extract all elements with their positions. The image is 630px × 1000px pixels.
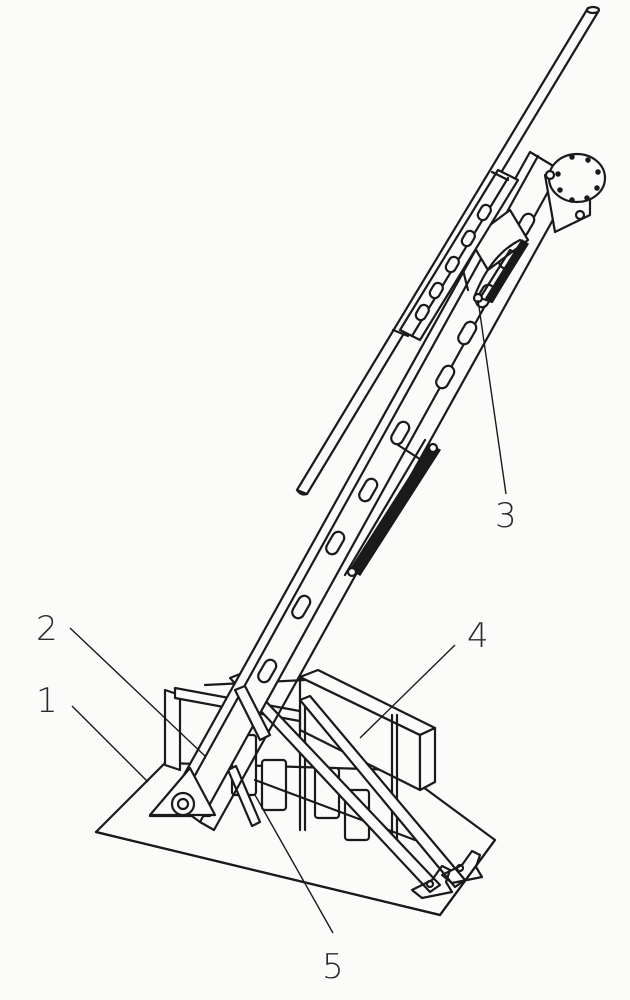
rear-braces bbox=[226, 672, 484, 900]
callout-5: 5 bbox=[254, 794, 344, 987]
clamp-mechanism bbox=[460, 208, 530, 304]
callouts: 1 2 3 4 5 bbox=[36, 299, 517, 987]
svg-text:3: 3 bbox=[495, 496, 517, 536]
flange-bolts bbox=[555, 154, 601, 203]
callout-3: 3 bbox=[477, 299, 517, 536]
svg-text:5: 5 bbox=[322, 947, 344, 987]
main-mast bbox=[148, 150, 577, 832]
svg-text:2: 2 bbox=[36, 609, 58, 649]
callout-4: 4 bbox=[359, 616, 489, 739]
callout-2: 2 bbox=[36, 609, 206, 757]
svg-text:1: 1 bbox=[36, 681, 58, 721]
top-flange bbox=[543, 152, 607, 234]
front-brace bbox=[233, 684, 272, 742]
base-plate bbox=[94, 761, 497, 917]
svg-text:4: 4 bbox=[467, 616, 489, 656]
callout-1: 1 bbox=[36, 681, 149, 783]
drill-rod bbox=[295, 5, 601, 496]
